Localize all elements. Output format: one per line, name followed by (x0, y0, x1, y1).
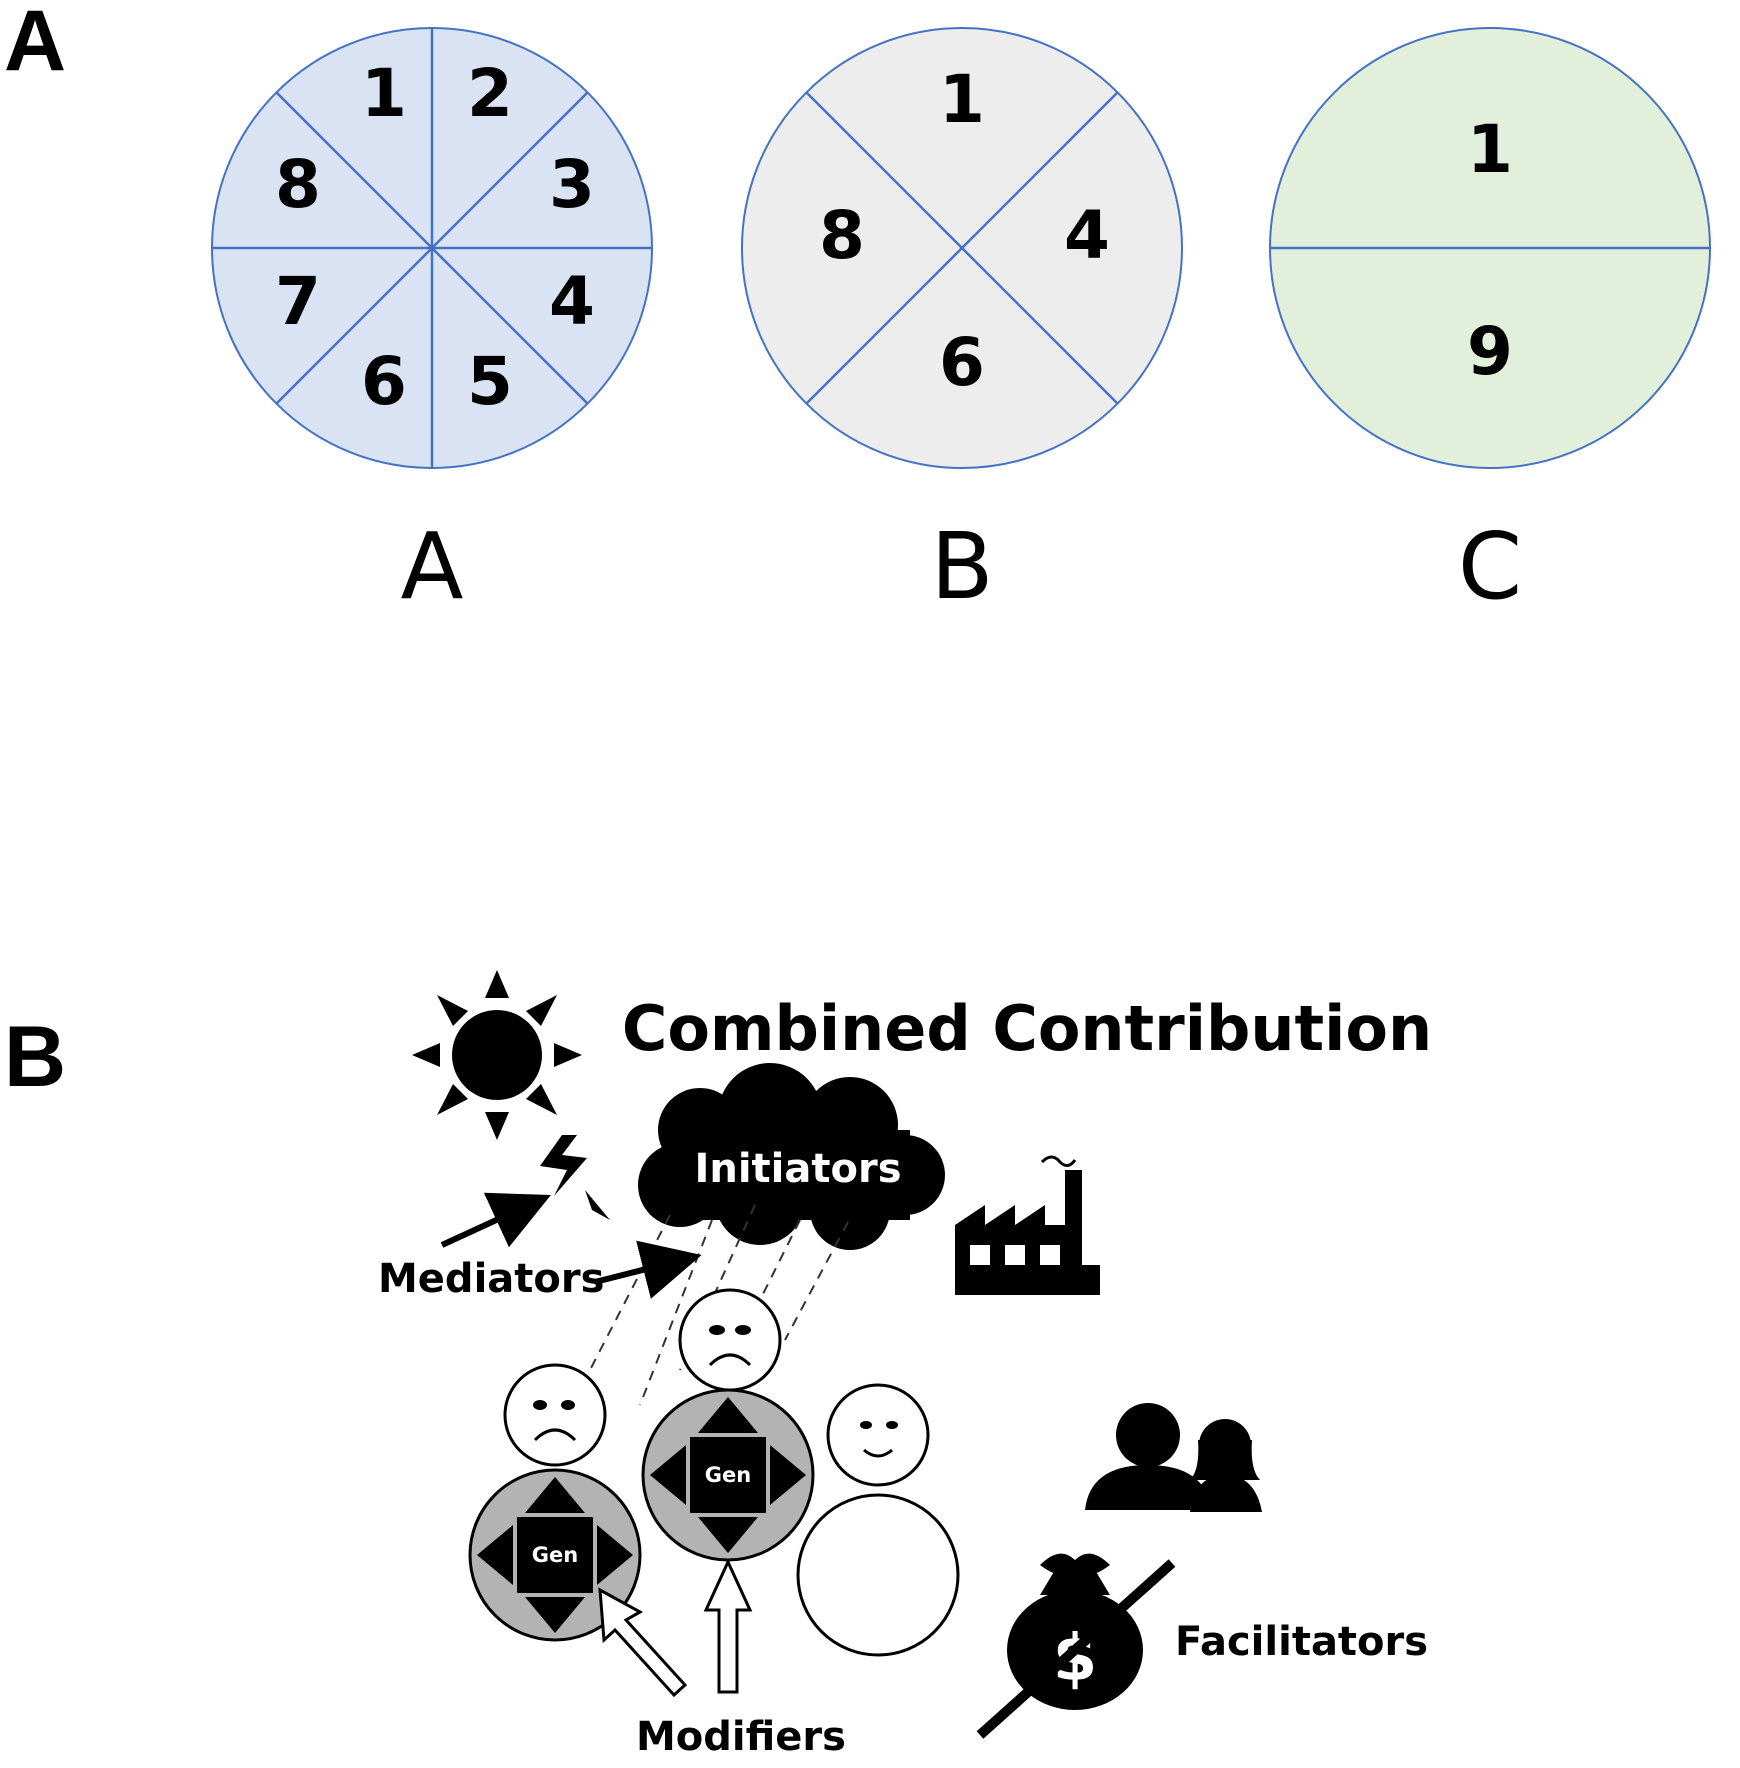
panel-a-label: A (4, 0, 66, 89)
strike-line (976, 1559, 1176, 1739)
sector-a-3: 3 (549, 146, 595, 223)
mediator-arrow-lower (594, 1240, 702, 1299)
modifiers-label: Modifiers (636, 1714, 846, 1760)
sector-b-4: 4 (1064, 197, 1110, 274)
gen-label-left: Gen (532, 1543, 578, 1567)
modifier-arrow-middle (703, 1558, 753, 1694)
sector-a-4: 4 (549, 263, 595, 340)
sector-b-6: 6 (939, 324, 985, 401)
person-right (796, 1383, 960, 1657)
money-bag-icon: $ (976, 1553, 1176, 1739)
sector-b-8: 8 (819, 197, 865, 274)
initiators-label: Initiators (694, 1146, 901, 1192)
cloud-icon: Initiators (638, 1063, 945, 1250)
person-middle: Gen (641, 1288, 815, 1562)
sector-a-7: 7 (275, 263, 321, 340)
mediators-label: Mediators (378, 1256, 604, 1302)
people-icon (1085, 1403, 1262, 1512)
modifier-arrow-left (598, 1587, 688, 1698)
gen-arrows-icon (650, 1397, 806, 1553)
sad-face-icon (678, 1288, 782, 1392)
gen-label-middle: Gen (705, 1463, 751, 1487)
factory-icon (955, 1155, 1100, 1295)
sector-b-1: 1 (939, 61, 985, 138)
sector-a-6: 6 (361, 343, 407, 420)
circle-a-caption: A (401, 513, 464, 620)
sector-c-9: 9 (1467, 313, 1513, 390)
panel-b-label: B (4, 1009, 66, 1105)
sector-a-2: 2 (467, 55, 513, 132)
sector-a-1: 1 (361, 55, 407, 132)
happy-face-icon (826, 1383, 930, 1487)
circle-a: 1 2 3 4 5 6 7 8 A (211, 27, 653, 620)
sector-c-1: 1 (1467, 111, 1513, 188)
lightning-icon (540, 1135, 610, 1220)
circle-c-caption: C (1458, 513, 1522, 620)
circle-c: 1 9 C (1269, 27, 1711, 620)
sun-icon (412, 970, 582, 1140)
mediator-arrow-upper (440, 1192, 551, 1248)
circle-b: 1 4 6 8 B (741, 27, 1183, 620)
sad-face-icon (503, 1363, 607, 1467)
gen-arrows-icon (477, 1477, 633, 1633)
sector-a-8: 8 (275, 146, 321, 223)
combined-contribution-title: Combined Contribution (622, 992, 1432, 1065)
facilitators-label: Facilitators (1175, 1619, 1428, 1665)
sector-a-5: 5 (467, 343, 513, 420)
circle-b-caption: B (930, 513, 993, 620)
person-left: Gen (468, 1363, 642, 1642)
